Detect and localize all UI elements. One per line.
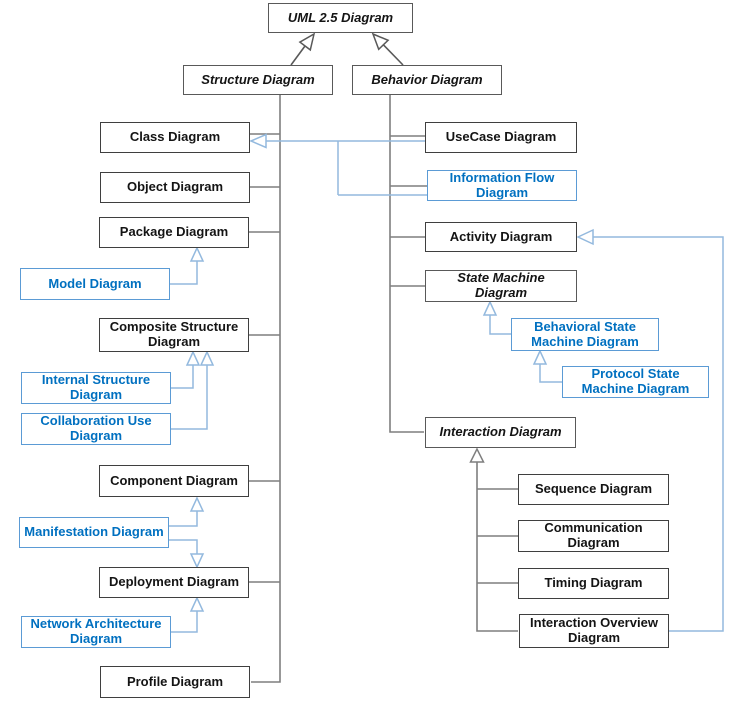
node-timing-diagram: Timing Diagram — [518, 568, 669, 599]
node-package-diagram: Package Diagram — [99, 217, 249, 248]
blue-arrowheads — [185, 228, 594, 612]
blue-class-generalization-lines — [266, 140, 427, 196]
node-behavior-diagram: Behavior Diagram — [352, 65, 502, 95]
blue-extra-lines — [169, 236, 724, 633]
node-interaction-diagram: Interaction Diagram — [425, 417, 576, 448]
node-behavioral-state-machine-diagram: Behavioral State Machine Diagram — [511, 318, 659, 351]
node-structure-diagram: Structure Diagram — [183, 65, 333, 95]
node-component-diagram: Component Diagram — [99, 465, 249, 497]
node-information-flow-diagram: Information Flow Diagram — [427, 170, 577, 201]
node-uml-2-5-diagram: UML 2.5 Diagram — [268, 3, 413, 33]
node-composite-structure-diagram: Composite Structure Diagram — [99, 318, 249, 352]
generalization-arrow-interaction — [469, 447, 485, 463]
interaction-trunk-lines — [476, 462, 518, 632]
node-network-architecture-diagram: Network Architecture Diagram — [21, 616, 171, 648]
node-activity-diagram: Activity Diagram — [425, 222, 577, 252]
node-sequence-diagram: Sequence Diagram — [518, 474, 669, 505]
node-usecase-diagram: UseCase Diagram — [425, 122, 577, 153]
node-internal-structure-diagram: Internal Structure Diagram — [21, 372, 171, 404]
node-collaboration-use-diagram: Collaboration Use Diagram — [21, 413, 171, 445]
node-interaction-overview-diagram: Interaction Overview Diagram — [519, 614, 669, 648]
node-object-diagram: Object Diagram — [100, 172, 250, 203]
node-class-diagram: Class Diagram — [100, 122, 250, 153]
behavior-trunk-lines — [389, 95, 427, 433]
node-protocol-state-machine-diagram: Protocol State Machine Diagram — [562, 366, 709, 398]
node-manifestation-diagram: Manifestation Diagram — [19, 517, 169, 548]
node-deployment-diagram: Deployment Diagram — [99, 567, 249, 598]
node-state-machine-diagram: State Machine Diagram — [425, 270, 577, 302]
node-profile-diagram: Profile Diagram — [100, 666, 250, 698]
node-model-diagram: Model Diagram — [20, 268, 170, 300]
generalization-arrow-class — [249, 133, 267, 149]
node-communication-diagram: Communication Diagram — [518, 520, 669, 552]
top-generalization-arrows — [290, 32, 404, 66]
structure-trunk-lines — [249, 95, 281, 683]
